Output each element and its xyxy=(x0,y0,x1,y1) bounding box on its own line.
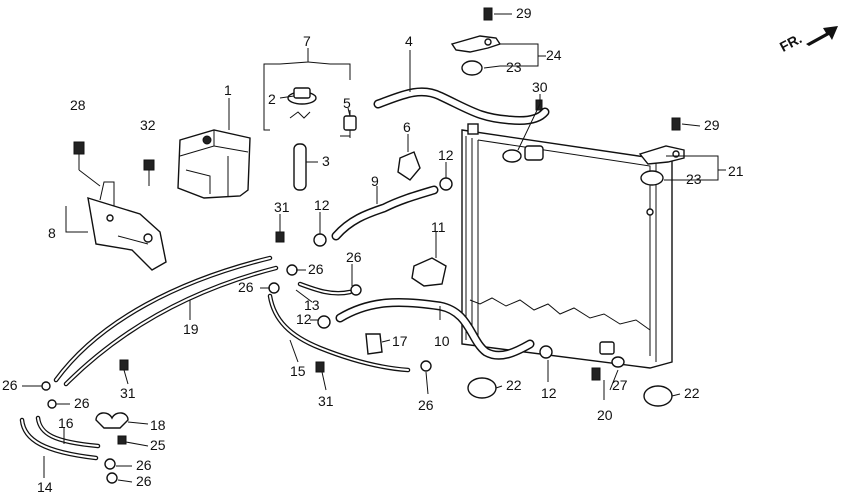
bolt-28 xyxy=(73,141,101,187)
water-hose-15 xyxy=(267,293,411,373)
callout-32: 32 xyxy=(140,117,156,133)
callout-12a: 12 xyxy=(314,197,330,213)
front-direction-label: FR. xyxy=(777,30,804,55)
callout-13: 13 xyxy=(304,297,320,313)
callout-12b: 12 xyxy=(438,147,454,163)
front-arrow-icon xyxy=(806,26,838,46)
leader-lines xyxy=(22,13,726,483)
callout-12d: 12 xyxy=(541,385,557,401)
radiator xyxy=(461,123,673,369)
pipe-19 xyxy=(53,255,279,387)
upper-mount-bracket-21 xyxy=(638,145,685,165)
callout-26d: 26 xyxy=(2,377,18,393)
callout-26g: 26 xyxy=(136,473,152,489)
callout-25: 25 xyxy=(150,437,166,453)
callout-20: 20 xyxy=(597,407,613,423)
callout-9: 9 xyxy=(371,173,379,189)
reserve-tank-bracket xyxy=(87,181,167,271)
water-hose-9 xyxy=(331,185,439,241)
callout-numbers: 1 2 3 4 5 6 7 8 9 10 11 12 12 12 12 13 1… xyxy=(2,5,744,495)
callout-12c: 12 xyxy=(296,311,312,327)
callout-23b: 23 xyxy=(686,171,702,187)
callout-31a: 31 xyxy=(274,199,290,215)
lower-radiator-hose xyxy=(335,297,535,360)
callout-28: 28 xyxy=(70,97,86,113)
callout-22a: 22 xyxy=(506,377,522,393)
callout-14: 14 xyxy=(37,479,53,495)
callout-31b: 31 xyxy=(120,385,136,401)
callout-11: 11 xyxy=(431,219,446,235)
callout-24: 24 xyxy=(546,47,562,63)
front-direction-indicator: FR. xyxy=(777,26,838,55)
clip-18 xyxy=(95,412,129,429)
upper-mount-bracket-24 xyxy=(450,35,502,53)
callout-30: 30 xyxy=(532,79,548,95)
bolt-32 xyxy=(143,159,155,186)
hose-holder-11 xyxy=(411,257,447,287)
callout-26e: 26 xyxy=(74,395,90,411)
clip-17 xyxy=(365,333,383,355)
callout-22b: 22 xyxy=(684,385,700,401)
callout-5: 5 xyxy=(343,95,351,111)
callout-26c: 26 xyxy=(238,279,254,295)
mount-cushions xyxy=(461,60,673,407)
callout-15: 15 xyxy=(290,363,306,379)
callout-19: 19 xyxy=(183,321,199,337)
callout-7: 7 xyxy=(303,33,311,49)
callout-1: 1 xyxy=(224,82,232,98)
callout-26f: 26 xyxy=(136,457,152,473)
callout-17: 17 xyxy=(392,333,408,349)
water-hose-13 xyxy=(297,281,353,296)
callout-2: 2 xyxy=(268,91,276,107)
callout-27: 27 xyxy=(612,377,628,393)
callout-26a: 26 xyxy=(308,261,324,277)
callout-8: 8 xyxy=(48,225,56,241)
callout-10: 10 xyxy=(434,333,450,349)
callout-26h: 26 xyxy=(418,397,434,413)
callout-6: 6 xyxy=(403,119,411,135)
callout-18: 18 xyxy=(150,417,166,433)
callout-16: 16 xyxy=(58,415,74,431)
callout-23a: 23 xyxy=(506,59,522,75)
callout-26b: 26 xyxy=(346,249,362,265)
callout-4: 4 xyxy=(405,33,413,49)
callout-29a: 29 xyxy=(516,5,532,21)
reserve-tank xyxy=(177,129,251,199)
callout-3: 3 xyxy=(322,153,330,169)
callout-21: 21 xyxy=(728,163,744,179)
callout-31c: 31 xyxy=(318,393,334,409)
hose-14-16 xyxy=(19,415,101,461)
upper-radiator-hose xyxy=(373,87,550,125)
overflow-tube xyxy=(293,143,307,191)
callout-29b: 29 xyxy=(704,117,720,133)
hose-clip-6 xyxy=(397,151,421,181)
